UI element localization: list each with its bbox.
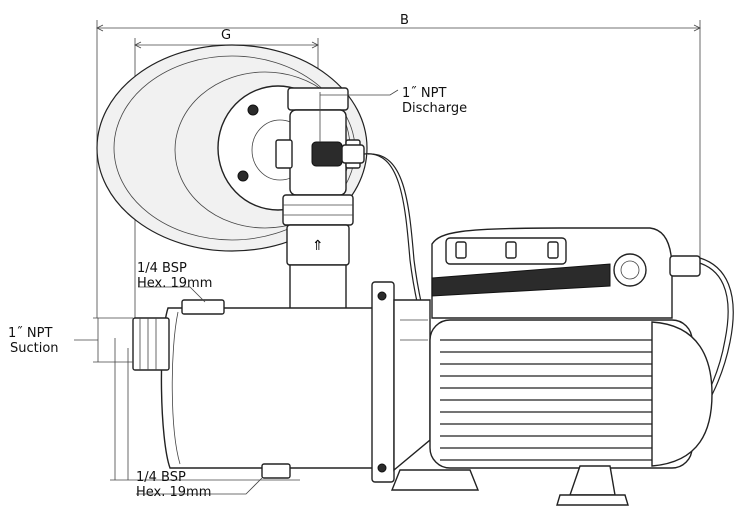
suction-inlet (132, 317, 170, 371)
base-foot-front (390, 469, 480, 491)
svg-text:1/4 BSP Hex. 19mm: 1/4 BSP Hex. 19mm (137, 261, 212, 291)
flow-arrow-icon: ⇑ (312, 238, 324, 254)
discharge-label-line1: 1˝ NPT (402, 86, 446, 101)
gauge-icon (613, 253, 647, 287)
discharge-fitting: ⇑ (275, 87, 365, 266)
motor-flange (371, 281, 480, 491)
svg-text:1˝ NPT Suction: 1˝ NPT Suction (8, 326, 59, 356)
bsp-bottom-label-line2: Hex. 19mm (136, 485, 211, 500)
bsp-bottom-label-line1: 1/4 BSP (136, 470, 186, 485)
suction-label-line1: 1˝ NPT (8, 326, 52, 341)
bsp-top-label-line1: 1/4 BSP (137, 261, 187, 276)
pump-body (160, 299, 381, 479)
pump-neck (289, 264, 347, 311)
dimension-g-label: G (221, 28, 231, 43)
motor (429, 319, 713, 506)
motor-fan-cover (651, 321, 713, 467)
controller-box (431, 227, 701, 319)
dimension-b: B (96, 13, 701, 318)
discharge-label-line2: Discharge (402, 101, 467, 116)
svg-text:1/4 BSP Hex. 19mm: 1/4 BSP Hex. 19mm (136, 470, 211, 500)
svg-text:1˝ NPT Discharge: 1˝ NPT Discharge (402, 86, 467, 116)
cable-gland (669, 255, 701, 277)
dimension-b-label: B (400, 13, 409, 28)
bsp-top-label-line2: Hex. 19mm (137, 276, 212, 291)
base-foot-rear (569, 465, 616, 496)
suction-label-line2: Suction (10, 341, 59, 356)
